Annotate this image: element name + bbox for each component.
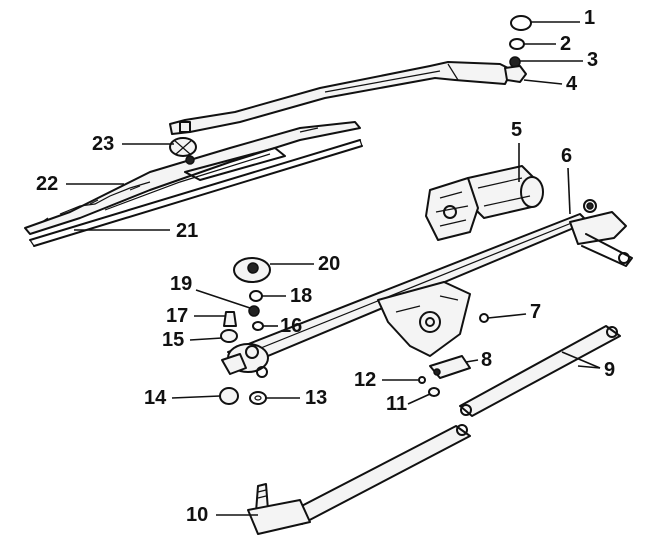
bushing-part-14 — [219, 387, 239, 405]
blade-clip — [169, 137, 197, 165]
callout-6: 6 — [561, 145, 573, 167]
wiper-blade — [24, 121, 361, 235]
callout-5: 5 — [511, 119, 523, 141]
callout-23: 23 — [92, 133, 115, 155]
callout-15: 15 — [162, 329, 185, 351]
callout-10: 10 — [186, 504, 209, 526]
callout-8: 8 — [481, 349, 493, 371]
callout-18: 18 — [290, 285, 313, 307]
callout-20: 20 — [318, 253, 341, 275]
washer-part-13 — [249, 391, 267, 405]
screw-part-12 — [418, 376, 426, 384]
callout-12: 12 — [354, 369, 377, 391]
spindle-part-4 — [504, 65, 527, 83]
fastener-part-7 — [479, 313, 489, 323]
small-fasteners — [418, 376, 440, 397]
callout-7: 7 — [530, 301, 542, 323]
callout-17: 17 — [166, 305, 189, 327]
leader-lines — [66, 21, 601, 516]
callout-22: 22 — [36, 173, 59, 195]
callout-13: 13 — [305, 387, 328, 409]
arm-fasteners — [504, 15, 532, 83]
cap-part-1 — [510, 15, 532, 31]
nut-part-19 — [248, 305, 260, 317]
callout-4: 4 — [566, 73, 578, 95]
connecting-rods — [289, 325, 621, 525]
bolt-part-17 — [223, 311, 237, 327]
washer-part-16 — [252, 321, 264, 331]
pivot-small-parts — [219, 257, 271, 405]
bushing-part-15 — [220, 329, 238, 343]
callout-19: 19 — [170, 273, 193, 295]
linkage-frame — [221, 199, 633, 378]
callout-21: 21 — [176, 220, 199, 242]
callout-2: 2 — [560, 33, 572, 55]
pivot-pin-part-10 — [247, 483, 311, 535]
callout-3: 3 — [587, 49, 599, 71]
washer-part-11 — [428, 387, 440, 397]
callout-14: 14 — [144, 387, 167, 409]
callout-11: 11 — [386, 393, 408, 415]
washer-part-2 — [509, 38, 525, 50]
callout-1: 1 — [584, 7, 596, 29]
callout-9: 9 — [604, 359, 616, 381]
ring-part-18 — [249, 290, 263, 302]
wiper-motor — [425, 165, 544, 241]
bracket-clip-part-8 — [429, 355, 471, 379]
callout-16: 16 — [280, 315, 303, 337]
